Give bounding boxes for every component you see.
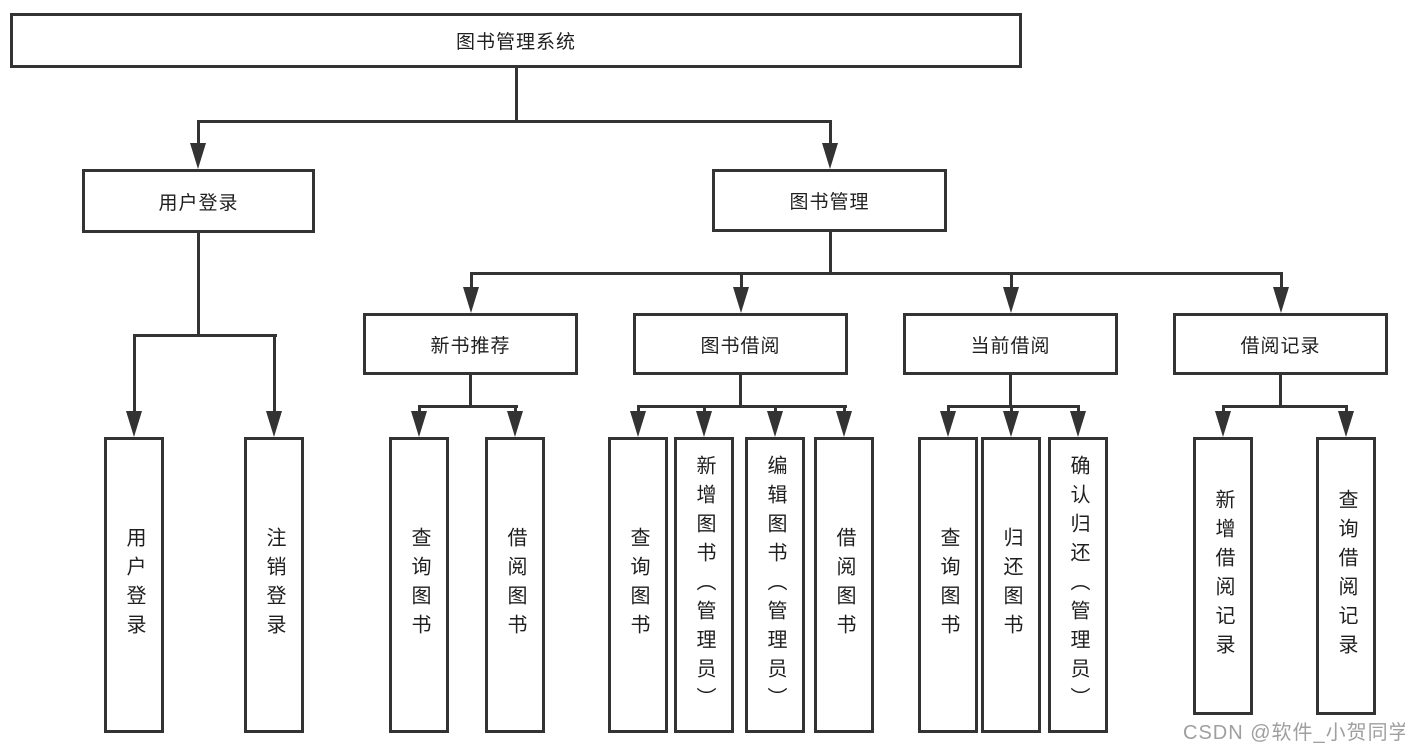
connector-line bbox=[1010, 272, 1013, 290]
leaf-return-book: 归还图书 bbox=[981, 437, 1041, 733]
node-borrowing-records: 借阅记录 bbox=[1173, 313, 1388, 375]
node-label: 借阅记录 bbox=[1240, 335, 1321, 357]
connector-line bbox=[1280, 272, 1283, 290]
node-label: 图书管理 bbox=[789, 192, 870, 213]
connector-line bbox=[514, 405, 517, 415]
connector-line bbox=[1279, 375, 1282, 408]
node-book-borrowing: 图书借阅 bbox=[633, 313, 848, 375]
csdn-watermark: CSDN @软件_小贺同学 bbox=[1183, 722, 1405, 744]
leaf-label: 新增借阅记录 bbox=[1212, 489, 1234, 663]
arrowhead-icon bbox=[126, 411, 142, 437]
arrowhead-icon bbox=[940, 411, 956, 437]
leaf-label: 归还图书 bbox=[1000, 527, 1022, 643]
leaf-query-book-borrowing: 查询图书 bbox=[608, 437, 668, 733]
arrowhead-icon bbox=[630, 411, 646, 437]
arrowhead-icon bbox=[411, 411, 427, 437]
connector-line bbox=[1009, 375, 1012, 408]
arrowhead-icon bbox=[1070, 411, 1086, 437]
connector-line bbox=[829, 232, 832, 275]
node-current-borrowing: 当前借阅 bbox=[903, 313, 1118, 375]
connector-line bbox=[197, 233, 200, 337]
connector-line bbox=[703, 405, 706, 415]
connector-line bbox=[1010, 405, 1013, 415]
connector-line bbox=[133, 334, 136, 413]
connector-line bbox=[273, 334, 276, 413]
leaf-query-book-current: 查询图书 bbox=[918, 437, 978, 733]
leaf-label: 新增图书（管理员） bbox=[693, 454, 715, 716]
connector-line bbox=[637, 405, 847, 408]
connector-line bbox=[1222, 405, 1348, 408]
arrowhead-icon bbox=[696, 411, 712, 437]
leaf-label: 借阅图书 bbox=[504, 527, 526, 643]
connector-line bbox=[1345, 405, 1348, 415]
connector-line bbox=[843, 405, 846, 415]
leaf-logout: 注销登录 bbox=[244, 437, 304, 733]
arrowhead-icon bbox=[822, 143, 838, 169]
arrowhead-icon bbox=[836, 411, 852, 437]
leaf-label: 注销登录 bbox=[263, 527, 285, 643]
leaf-user-login: 用户登录 bbox=[104, 437, 164, 733]
leaf-label: 查询图书 bbox=[937, 527, 959, 643]
arrowhead-icon bbox=[266, 411, 282, 437]
leaf-query-book-recommend: 查询图书 bbox=[389, 437, 449, 733]
leaf-borrow-book: 借阅图书 bbox=[814, 437, 874, 733]
node-label: 图书管理系统 bbox=[455, 32, 576, 53]
arrowhead-icon bbox=[767, 411, 783, 437]
leaf-label: 借阅图书 bbox=[833, 527, 855, 643]
connector-line bbox=[418, 405, 518, 408]
leaf-add-book-admin: 新增图书（管理员） bbox=[674, 437, 734, 733]
connector-line bbox=[418, 405, 421, 415]
leaf-borrow-book-recommend: 借阅图书 bbox=[485, 437, 545, 733]
leaf-add-borrow-record: 新增借阅记录 bbox=[1193, 437, 1253, 715]
connector-line bbox=[469, 375, 472, 408]
connector-line bbox=[947, 405, 950, 415]
arrowhead-icon bbox=[1003, 287, 1019, 313]
connector-line bbox=[470, 272, 1283, 275]
leaf-label: 用户登录 bbox=[123, 527, 145, 643]
connector-line bbox=[740, 272, 743, 290]
arrowhead-icon bbox=[733, 287, 749, 313]
arrowhead-icon bbox=[190, 143, 206, 169]
node-user-login: 用户登录 bbox=[82, 169, 315, 233]
connector-line bbox=[197, 120, 200, 145]
arrowhead-icon bbox=[507, 411, 523, 437]
leaf-label: 编辑图书（管理员） bbox=[764, 454, 786, 716]
node-label: 当前借阅 bbox=[970, 335, 1051, 357]
arrowhead-icon bbox=[1338, 411, 1354, 437]
leaf-edit-book-admin: 编辑图书（管理员） bbox=[745, 437, 805, 733]
connector-line bbox=[470, 272, 473, 290]
arrowhead-icon bbox=[1215, 411, 1231, 437]
node-book-management: 图书管理 bbox=[712, 169, 947, 232]
connector-line bbox=[774, 405, 777, 415]
connector-line bbox=[637, 405, 640, 415]
leaf-label: 查询图书 bbox=[408, 527, 430, 643]
node-label: 用户登录 bbox=[158, 192, 239, 214]
connector-line bbox=[739, 375, 742, 408]
leaf-query-borrow-record: 查询借阅记录 bbox=[1316, 437, 1376, 715]
connector-line bbox=[197, 120, 832, 123]
connector-line bbox=[133, 334, 277, 337]
leaf-label: 确认归还（管理员） bbox=[1067, 454, 1089, 716]
leaf-label: 查询借阅记录 bbox=[1335, 489, 1357, 663]
connector-line bbox=[1077, 405, 1080, 415]
node-label: 新书推荐 bbox=[430, 335, 511, 357]
connector-line bbox=[829, 120, 832, 145]
connector-line bbox=[947, 405, 1080, 408]
node-label: 图书借阅 bbox=[700, 335, 781, 357]
arrowhead-icon bbox=[463, 287, 479, 313]
node-library-management-system: 图书管理系统 bbox=[10, 13, 1022, 68]
leaf-confirm-return-admin: 确认归还（管理员） bbox=[1048, 437, 1108, 733]
connector-line bbox=[515, 68, 518, 121]
arrowhead-icon bbox=[1273, 287, 1289, 313]
connector-line bbox=[1222, 405, 1225, 415]
leaf-label: 查询图书 bbox=[627, 527, 649, 643]
node-new-book-recommendation: 新书推荐 bbox=[363, 313, 578, 375]
arrowhead-icon bbox=[1003, 411, 1019, 437]
